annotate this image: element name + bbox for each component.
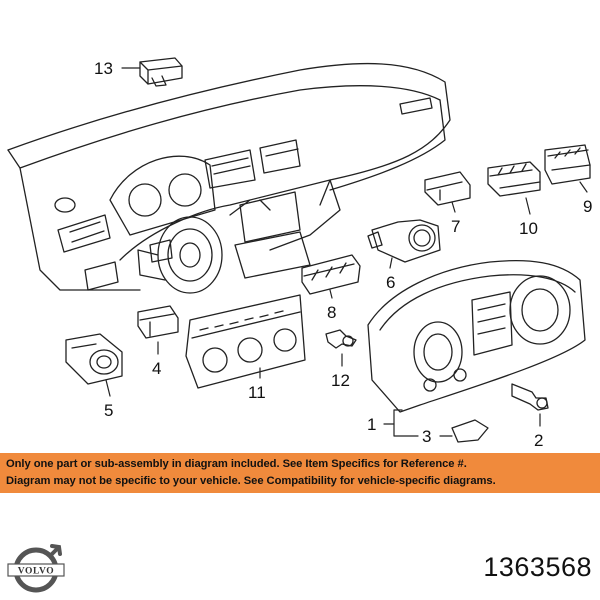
- part-6-clock: [367, 219, 441, 263]
- callout-2: 2: [534, 431, 543, 450]
- callout-5: 5: [104, 401, 113, 420]
- part-10-switch: [487, 161, 541, 197]
- dashboard-drawing: [7, 62, 451, 294]
- callout-13: 13: [94, 59, 113, 78]
- exploded-parts-diagram: 13 9 10 7 6 8 4 5 11 12 1 3 2: [7, 57, 592, 450]
- callout-8: 8: [327, 303, 336, 322]
- part-2-screw: [511, 383, 549, 411]
- part-9-switch: [544, 144, 591, 185]
- part-11-climate-control: [185, 294, 306, 389]
- disclaimer-line-2: Diagram may not be specific to your vehi…: [6, 475, 496, 487]
- part-8-switch: [301, 254, 361, 295]
- callout-12: 12: [331, 371, 350, 390]
- part-5-switch: [65, 333, 123, 385]
- callout-11: 11: [248, 383, 266, 402]
- part-12-screw: [325, 329, 357, 349]
- part-13-switch: [139, 57, 183, 87]
- part-4-switch: [137, 305, 179, 339]
- callout-1: 1: [367, 415, 376, 434]
- callout-6: 6: [386, 273, 395, 292]
- callout-4: 4: [152, 359, 161, 378]
- callout-7: 7: [451, 217, 460, 236]
- volvo-logo-icon: VOLVO: [7, 544, 65, 593]
- callout-10: 10: [519, 219, 538, 238]
- part-3-clip: [451, 419, 489, 443]
- disclaimer-line-1: Only one part or sub-assembly in diagram…: [6, 458, 467, 470]
- leader-lines: [105, 67, 588, 437]
- callout-9: 9: [583, 197, 592, 216]
- callout-3: 3: [422, 427, 431, 446]
- disclaimer-banner: Only one part or sub-assembly in diagram…: [0, 453, 600, 493]
- part-1-instrument-cluster: [367, 259, 586, 413]
- part-7-switch: [424, 171, 471, 206]
- volvo-logo-text: VOLVO: [18, 567, 55, 577]
- part-number: 1363568: [483, 552, 592, 582]
